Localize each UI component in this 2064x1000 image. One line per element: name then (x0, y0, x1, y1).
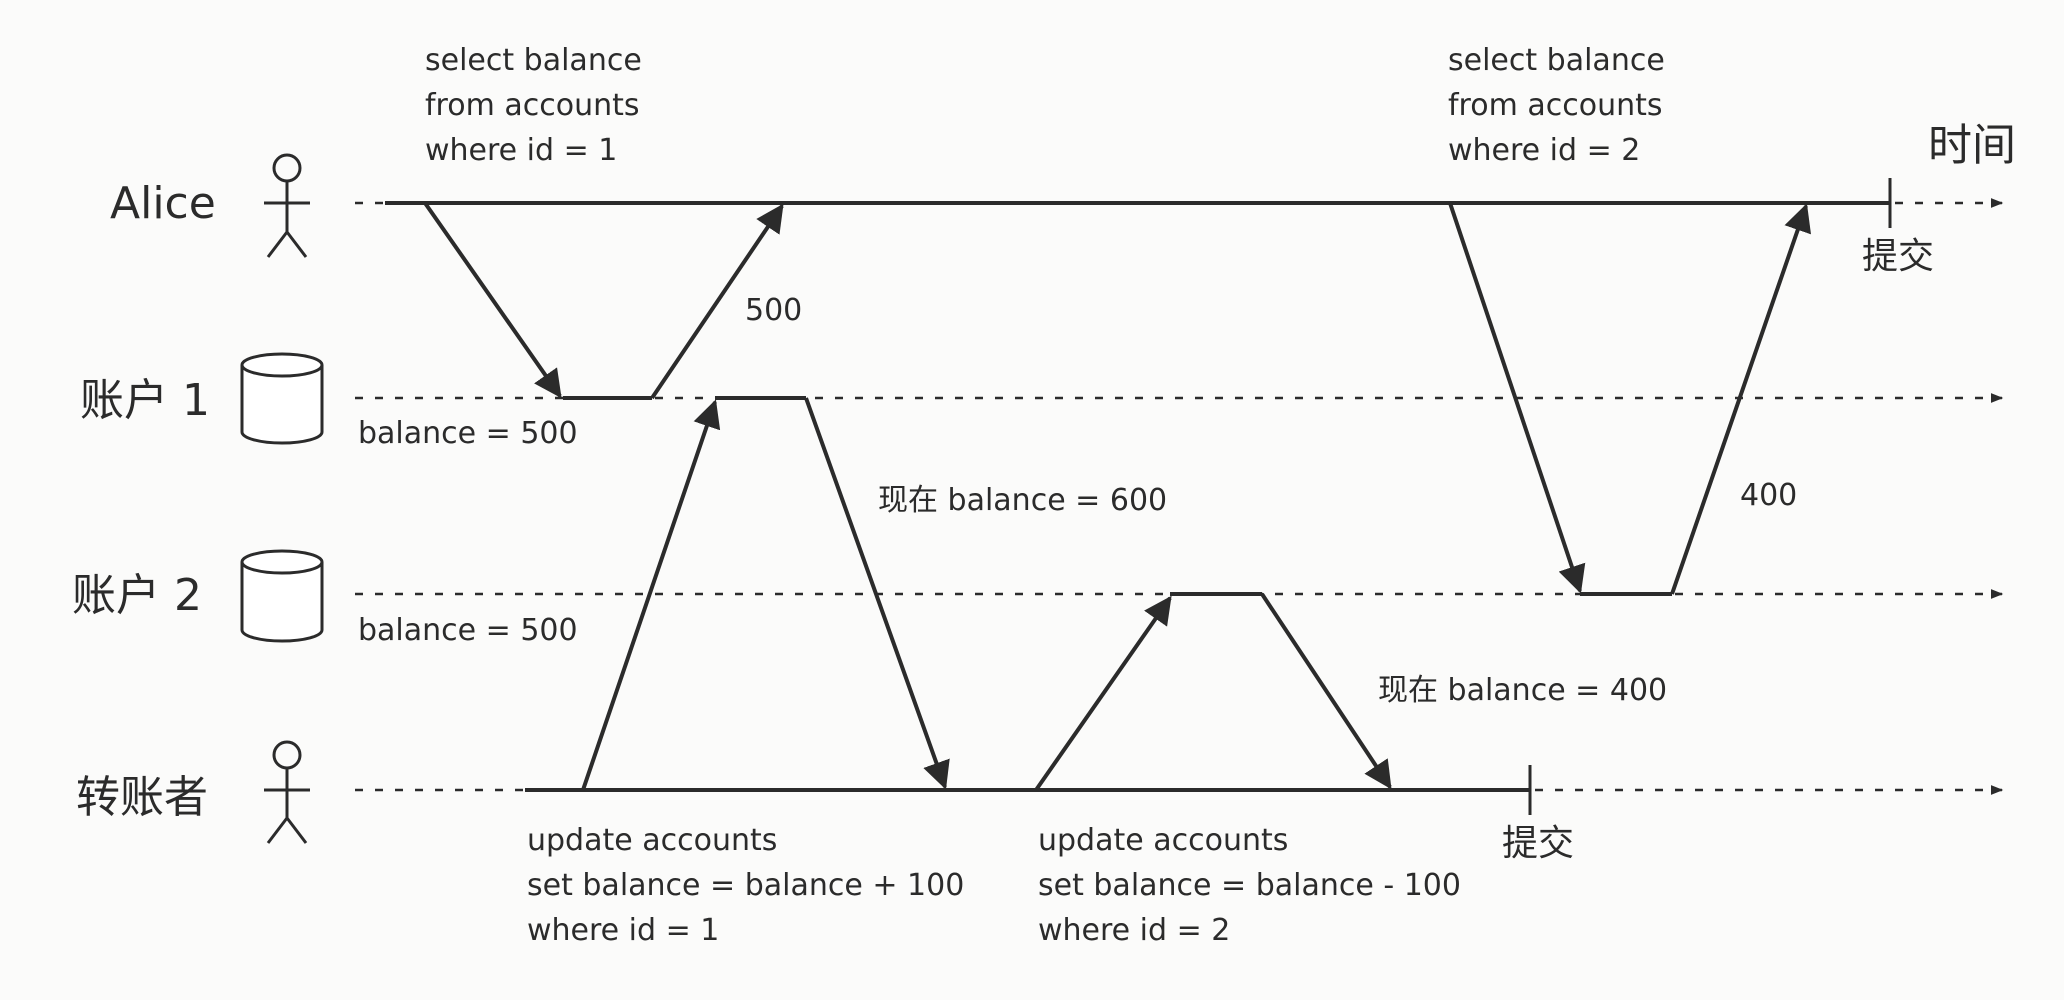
svg-text:set balance = balance - 100: set balance = balance - 100 (1038, 868, 1461, 903)
database-icon-account1 (240, 352, 324, 445)
svg-text:from accounts: from accounts (1448, 88, 1663, 123)
commit-label-alice: 提交 (1862, 236, 1934, 277)
transfer-update1-ack-arrow (804, 397, 950, 790)
transfer-update2-arrow (1034, 595, 1172, 792)
transfer-update1-arrow (581, 399, 721, 791)
account2-new-balance: 现在 balance = 400 (1378, 673, 1667, 708)
account1-initial-balance: balance = 500 (358, 416, 578, 451)
account2-initial-balance: balance = 500 (358, 613, 578, 648)
actor-label-alice: Alice (110, 178, 216, 229)
svg-text:select balance: select balance (1448, 43, 1665, 78)
read-value-400: 400 (1740, 478, 1797, 513)
svg-text:where id = 2: where id = 2 (1038, 913, 1230, 948)
person-icon-alice (264, 153, 310, 258)
svg-text:update accounts: update accounts (1038, 823, 1288, 858)
transfer-query2-text: update accounts set balance = balance - … (1038, 823, 1461, 948)
account1-new-balance: 现在 balance = 600 (878, 483, 1167, 518)
actor-label-account2: 账户 2 (72, 570, 202, 621)
person-icon-transferrer (264, 740, 310, 844)
svg-text:update accounts: update accounts (527, 823, 777, 858)
svg-text:where id = 1: where id = 1 (425, 133, 617, 168)
actor-label-transferrer: 转账者 (76, 772, 208, 823)
alice-query2-arrow (1448, 202, 1586, 594)
alice-result2-arrow (1670, 203, 1812, 595)
actor-label-account1: 账户 1 (80, 375, 210, 426)
svg-text:set balance = balance + 100: set balance = balance + 100 (527, 868, 964, 903)
svg-text:where id = 1: where id = 1 (527, 913, 719, 948)
alice-query2-text: select balance from accounts where id = … (1448, 43, 1665, 168)
svg-text:from accounts: from accounts (425, 88, 640, 123)
svg-text:where id = 2: where id = 2 (1448, 133, 1640, 168)
commit-label-transferrer: 提交 (1502, 823, 1574, 864)
time-axis-label: 时间 (1928, 120, 2016, 171)
svg-text:select balance: select balance (425, 43, 642, 78)
transfer-query1-text: update accounts set balance = balance + … (527, 823, 964, 948)
read-value-500: 500 (745, 293, 802, 328)
alice-query1-text: select balance from accounts where id = … (425, 43, 642, 168)
database-icon-account2 (240, 549, 324, 643)
alice-result1-arrow (650, 203, 784, 400)
alice-query1-arrow (423, 201, 562, 399)
transfer-update2-ack-arrow (1260, 592, 1392, 790)
